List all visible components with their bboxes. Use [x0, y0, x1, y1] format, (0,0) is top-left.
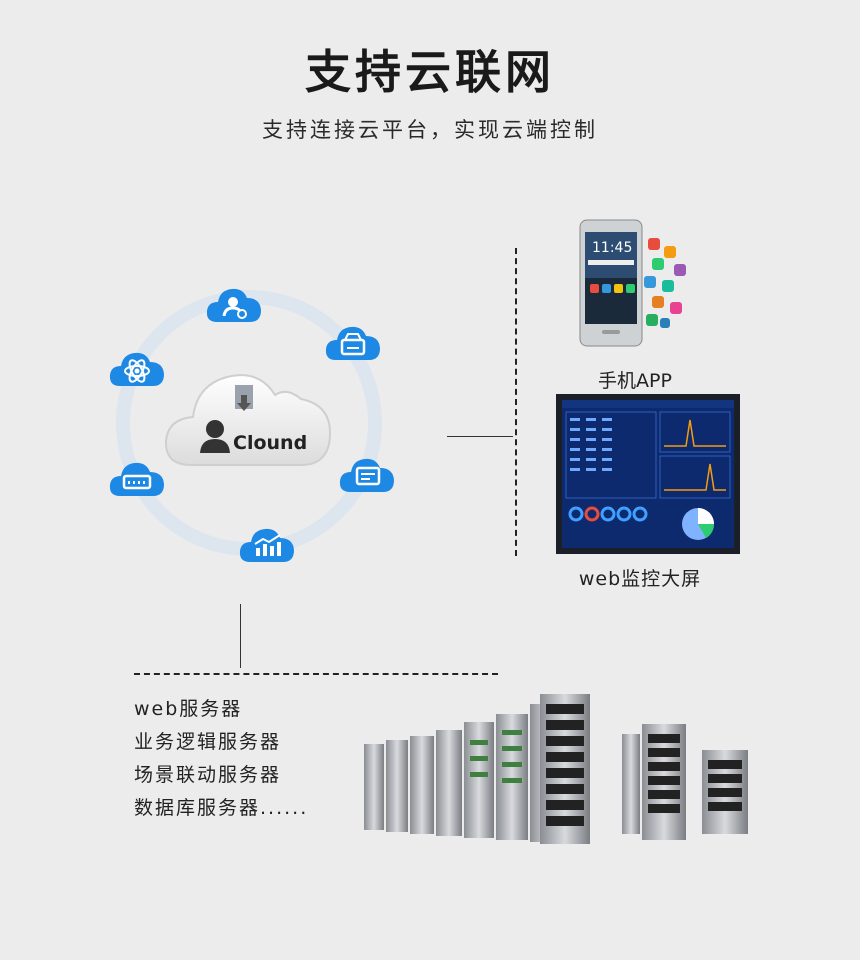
center-cloud-label: Clound [233, 432, 308, 454]
atom-icon [109, 352, 164, 386]
router-icon [325, 326, 380, 360]
center-cloud-icon [164, 374, 332, 466]
list-item: 业务逻辑服务器 [134, 731, 282, 753]
web-label: web监控大屏 [578, 568, 702, 590]
phone-app-icon: 11:45 [579, 219, 686, 347]
app-label: 手机APP [598, 370, 672, 392]
server-list: web服务器 业务逻辑服务器 场景联动服务器 数据库服务器...... [134, 696, 308, 828]
server-divider [134, 673, 498, 675]
list-item: web服务器 [134, 698, 243, 720]
page-subtitle: 支持连接云平台，实现云端控制 [262, 118, 598, 142]
server-connector [240, 604, 241, 668]
monitor-icon [339, 458, 394, 492]
chart-icon [239, 528, 294, 562]
web-dashboard-icon [556, 394, 740, 554]
ethernet-port-icon [109, 462, 164, 496]
vertical-divider [515, 248, 517, 556]
server-racks-icon [364, 694, 748, 844]
hub-connector [447, 436, 513, 437]
page-title: 支持云联网 [305, 45, 555, 99]
user-gear-icon [206, 288, 261, 322]
list-item: 场景联动服务器 [134, 764, 282, 786]
phone-time: 11:45 [592, 240, 632, 256]
list-item: 数据库服务器...... [134, 797, 309, 819]
